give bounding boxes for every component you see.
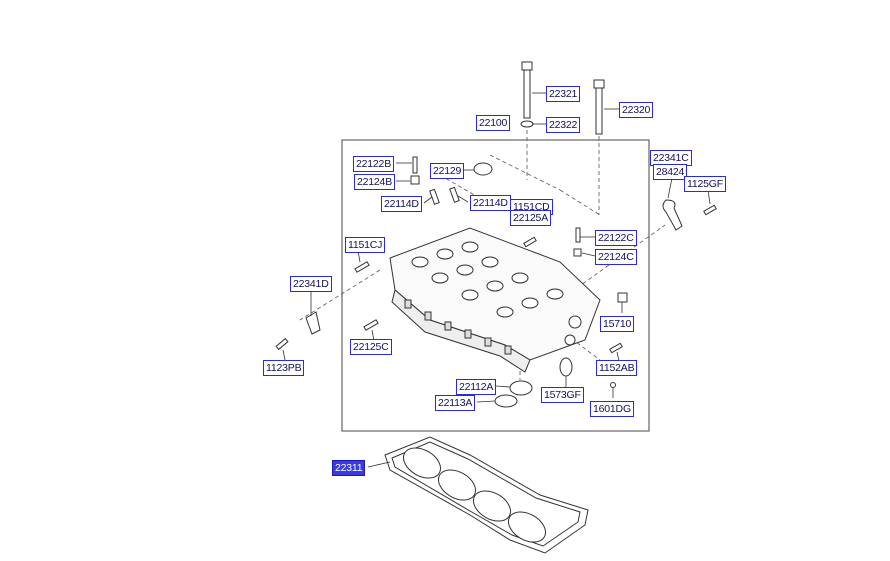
gasket-22311-icon (384, 436, 589, 554)
bolt-22320-icon (593, 79, 605, 135)
part-label-22100[interactable]: 22100 (476, 115, 511, 131)
part-label-22114d-a[interactable]: 22114D (381, 196, 422, 212)
part-label-22122b[interactable]: 22122B (353, 156, 395, 172)
part-label-22129[interactable]: 22129 (430, 163, 465, 179)
bolt-1123pb-icon (275, 337, 289, 351)
part-label-22113a[interactable]: 22113A (435, 395, 476, 411)
part-label-15710[interactable]: 15710 (600, 316, 635, 332)
washer-22322-icon (520, 120, 534, 128)
part-label-22320[interactable]: 22320 (619, 102, 654, 118)
part-label-22112a[interactable]: 22112A (456, 379, 497, 395)
pin-1601dg-icon (610, 382, 616, 388)
seal-22129-icon (473, 162, 493, 176)
part-label-1125gf[interactable]: 1125GF (684, 176, 726, 192)
assembly-frame (341, 139, 650, 432)
part-label-1601dg[interactable]: 1601DG (590, 401, 634, 417)
seal-22112a-icon (509, 380, 533, 396)
part-label-22122c[interactable]: 22122C (595, 230, 637, 246)
part-label-1151cj[interactable]: 1151CJ (345, 237, 386, 253)
part-label-22311-selected[interactable]: 22311 (332, 460, 366, 476)
bracket-22341d-icon (305, 311, 321, 335)
part-label-22125a[interactable]: 22125A (510, 210, 552, 226)
bolt-22122b-icon (412, 156, 418, 174)
part-label-1123pb[interactable]: 1123PB (263, 360, 305, 376)
leader-lines (282, 92, 711, 468)
stud-22125a-icon (523, 236, 537, 248)
part-label-1152ab[interactable]: 1152AB (596, 360, 638, 376)
part-label-22125c[interactable]: 22125C (350, 339, 392, 355)
part-label-22124c[interactable]: 22124C (595, 249, 637, 265)
bracket-22341c-icon (662, 199, 683, 231)
part-label-22124b[interactable]: 22124B (354, 174, 396, 190)
stud-1151cj-icon (354, 261, 370, 273)
cylinder-head-icon (389, 227, 601, 373)
pin-22114d-b-icon (449, 186, 460, 203)
bolt-1125gf-icon (703, 204, 717, 216)
part-label-22321[interactable]: 22321 (546, 86, 581, 102)
bolt-22321-icon (521, 61, 533, 119)
cap-22124b-icon (410, 175, 420, 185)
seal-22113a-icon (494, 394, 518, 408)
oring-1573gf-icon (559, 357, 573, 377)
stud-1152ab-icon (609, 342, 623, 354)
plug-15710-icon (617, 292, 628, 303)
part-label-28424[interactable]: 28424 (653, 164, 688, 180)
part-label-22322[interactable]: 22322 (546, 117, 581, 133)
part-label-22341c[interactable]: 22341C (650, 150, 692, 166)
pin-22114d-a-icon (429, 188, 440, 205)
stud-22125c-icon (363, 319, 379, 331)
cap-22124c-icon (573, 248, 582, 257)
bolt-22122c-icon (575, 227, 581, 243)
part-label-1573gf[interactable]: 1573GF (541, 387, 584, 403)
part-label-22341d[interactable]: 22341D (290, 276, 332, 292)
part-label-22114d-b[interactable]: 22114D (470, 195, 511, 211)
